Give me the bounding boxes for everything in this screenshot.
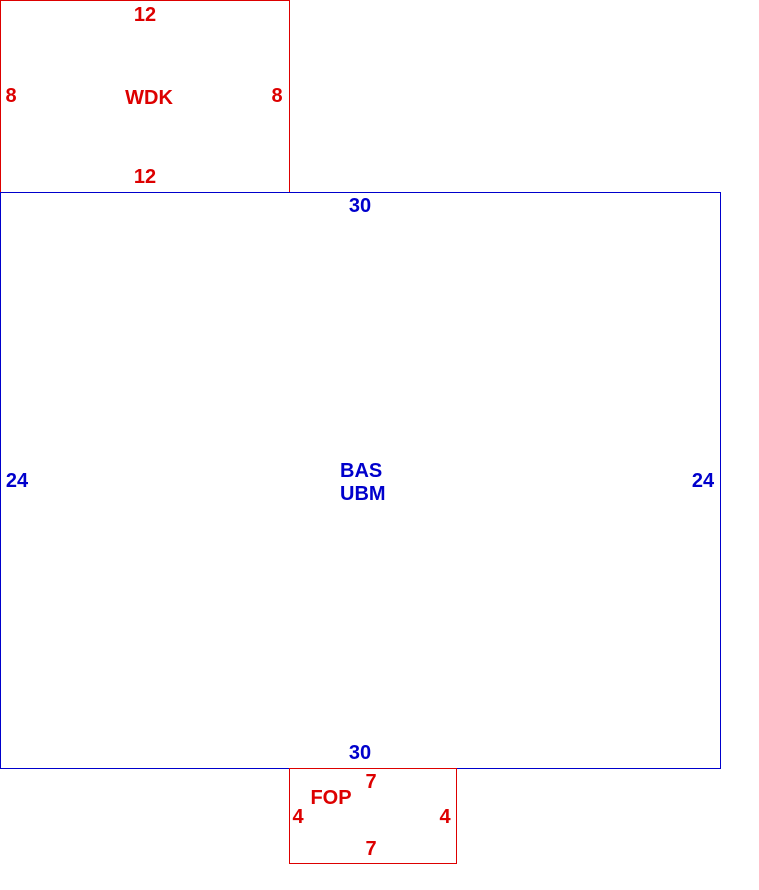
wdk-bottom-dimension: 12 xyxy=(133,166,157,188)
bas-area-label: BAS UBM xyxy=(340,460,386,506)
wdk-top-dimension: 12 xyxy=(133,4,157,26)
wdk-area-label: WDK xyxy=(125,87,173,109)
fop-area-label: FOP xyxy=(310,787,352,809)
fop-left-dimension: 4 xyxy=(292,806,304,828)
wdk-right-dimension: 8 xyxy=(271,85,283,107)
bas-top-dimension: 30 xyxy=(348,195,372,217)
bas-area-name: BAS xyxy=(340,460,383,482)
ubm-area-name: UBM xyxy=(340,483,386,505)
bas-bottom-dimension: 30 xyxy=(348,742,372,764)
fop-area-outline xyxy=(289,768,457,864)
fop-top-dimension: 7 xyxy=(365,771,377,793)
bas-left-dimension: 24 xyxy=(5,470,29,492)
fop-right-dimension: 4 xyxy=(439,806,451,828)
wdk-left-dimension: 8 xyxy=(5,85,17,107)
bas-right-dimension: 24 xyxy=(691,470,715,492)
fop-bottom-dimension: 7 xyxy=(365,838,377,860)
